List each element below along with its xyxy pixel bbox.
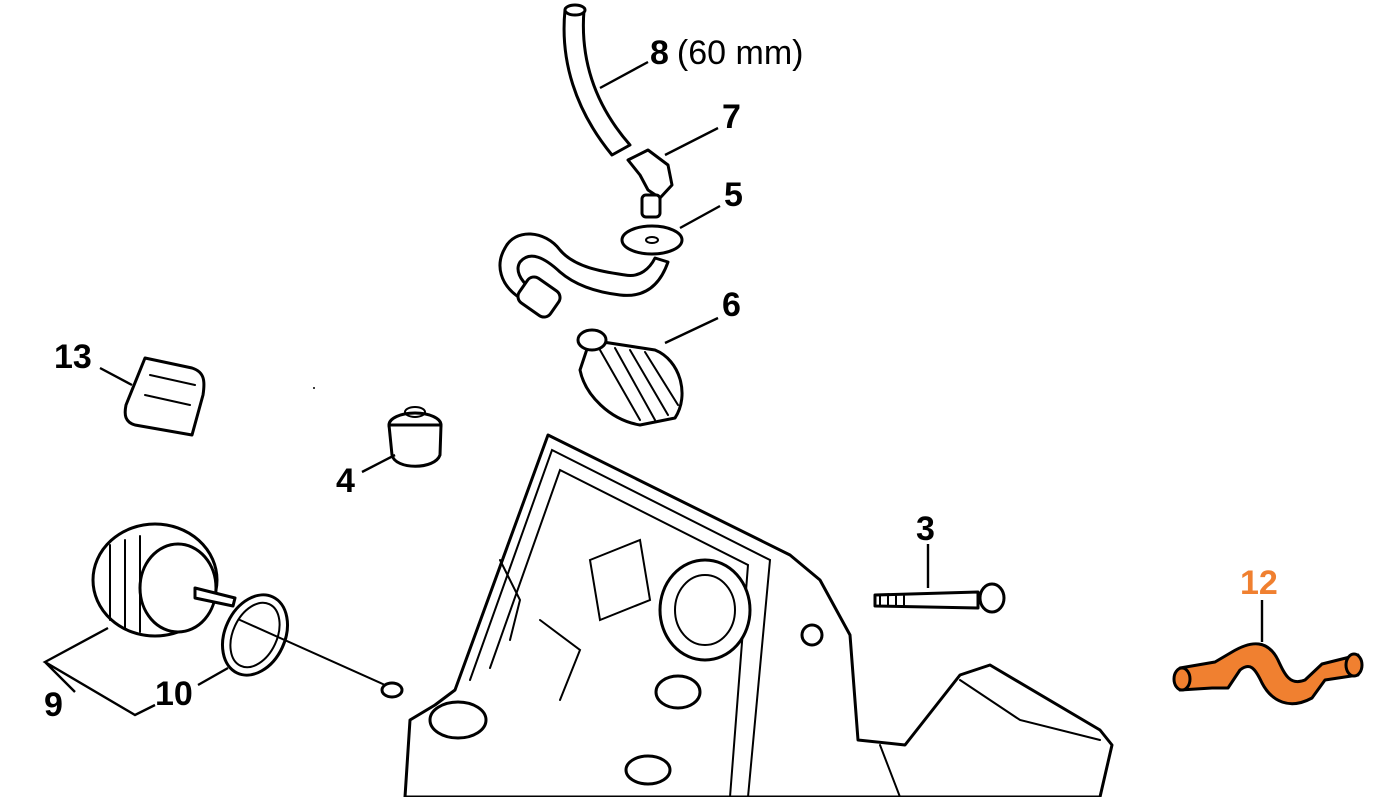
leader-13 (99, 366, 133, 387)
leader-9 (42, 626, 156, 717)
label-7: 7 (722, 98, 741, 136)
leader-10 (197, 666, 229, 687)
part-12-fitting[interactable] (1172, 600, 1364, 706)
label-5: 5 (724, 176, 743, 214)
part-6-fuel-filter[interactable] (576, 316, 719, 427)
part-13-block[interactable] (99, 356, 206, 437)
leader-8 (599, 60, 649, 90)
part-3-bolt[interactable] (873, 544, 1006, 614)
leader-7 (664, 126, 719, 157)
stray-dot (313, 387, 315, 389)
part-10-oring[interactable] (197, 584, 404, 699)
label-10: 10 (155, 675, 193, 713)
label-8: 8(60 mm) (650, 34, 803, 72)
label-6: 6 (722, 286, 741, 324)
part-5-fuel-hose[interactable] (498, 204, 721, 320)
part-4-valve[interactable] (361, 406, 443, 474)
part-7-connector[interactable] (626, 126, 719, 219)
label-13: 13 (54, 338, 92, 376)
label-12: 12 (1240, 564, 1278, 602)
label-4: 4 (336, 462, 355, 500)
leader-6 (664, 316, 719, 345)
main-housing (403, 433, 1114, 797)
part-8-hose[interactable] (562, 3, 649, 157)
leader-5 (679, 204, 721, 230)
label-3: 3 (916, 510, 935, 548)
part-9-pump[interactable] (42, 522, 237, 717)
label-9: 9 (44, 686, 63, 724)
leader-4 (361, 453, 396, 474)
